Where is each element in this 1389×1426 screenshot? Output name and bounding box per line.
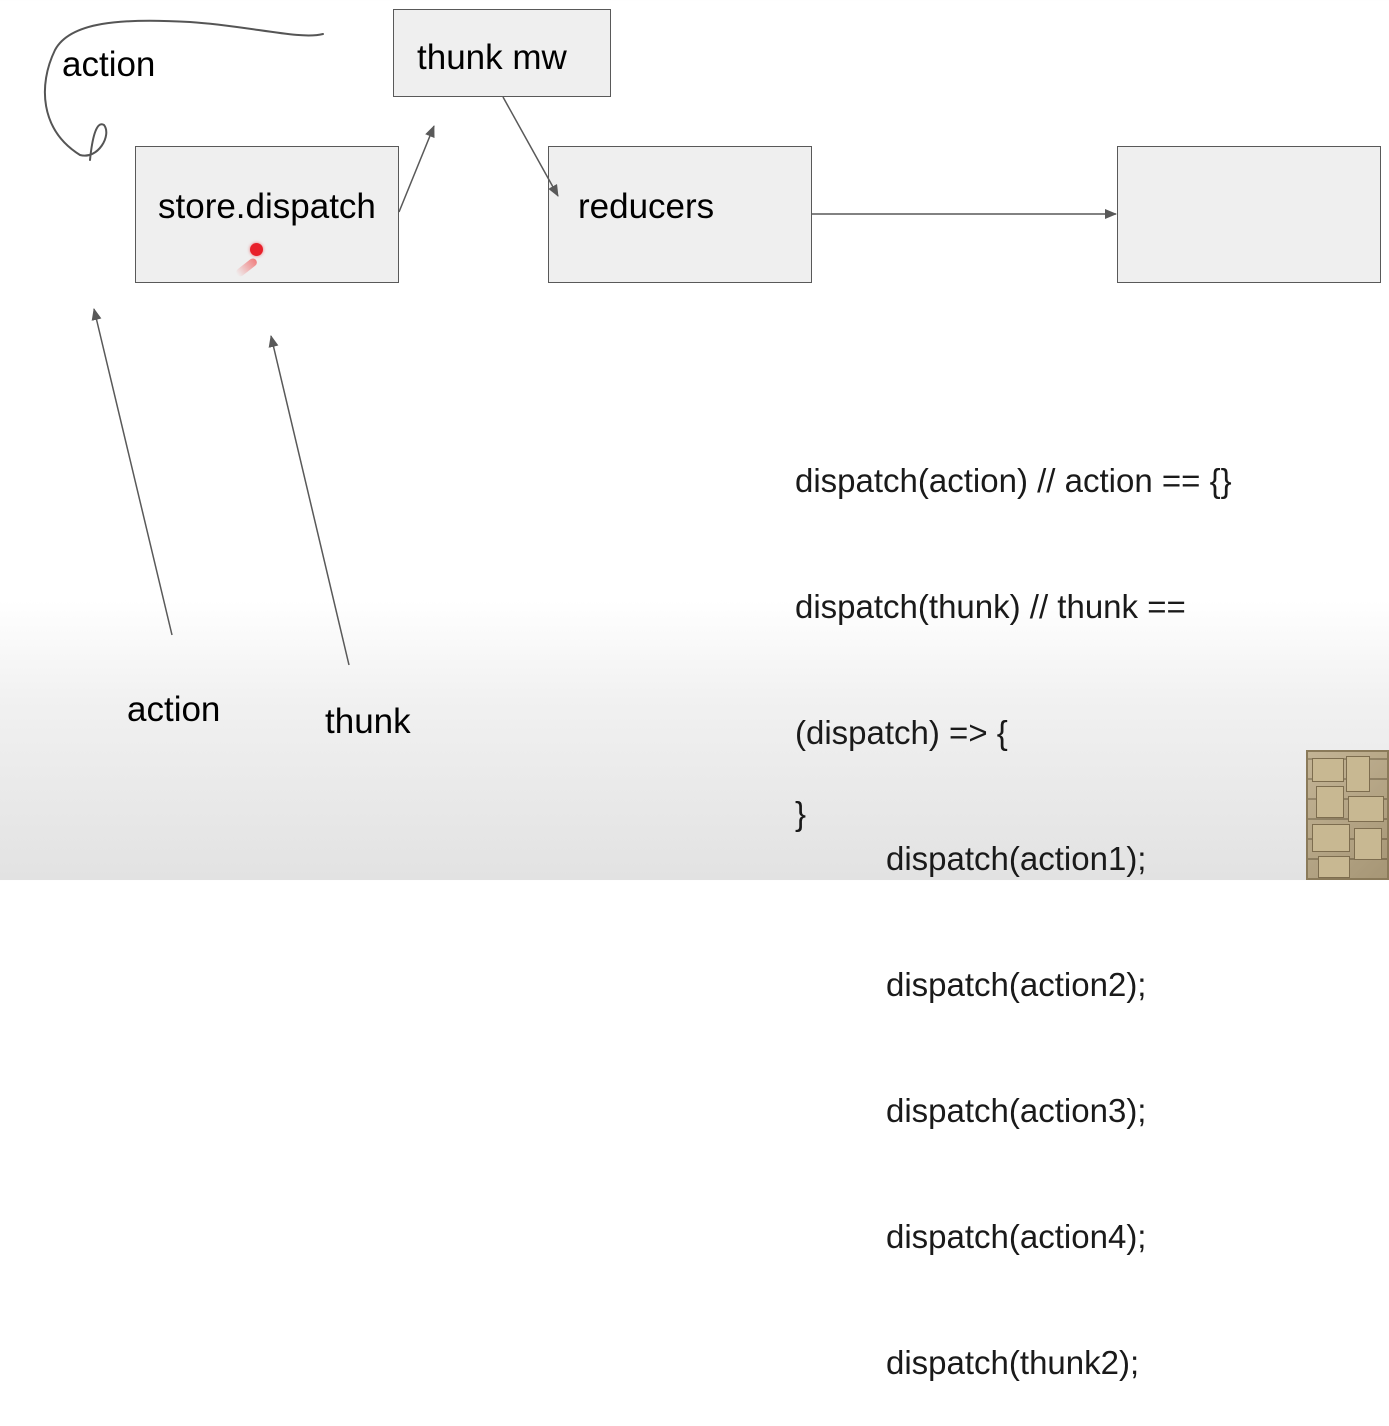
bottom-thunk-label: thunk bbox=[325, 702, 411, 741]
store-dispatch-label: store.dispatch bbox=[158, 187, 376, 226]
thumbnail-tile bbox=[1346, 756, 1370, 792]
loop-stroke bbox=[44, 19, 324, 161]
code-closing-brace: } bbox=[795, 795, 807, 832]
code-line: dispatch(action) // action == {} bbox=[795, 462, 1232, 499]
reducers-box bbox=[548, 146, 812, 283]
code-line: dispatch(thunk2); bbox=[886, 1344, 1140, 1381]
bottom-action-label: action bbox=[127, 690, 221, 729]
laser-pointer-icon bbox=[250, 243, 263, 256]
thumbnail-tile bbox=[1354, 828, 1382, 860]
thunk-mw-label: thunk mw bbox=[417, 38, 567, 77]
empty-box bbox=[1117, 146, 1381, 283]
thumbnail-tile bbox=[1348, 796, 1384, 822]
reducers-label: reducers bbox=[578, 187, 715, 226]
loop-action-label: action bbox=[62, 45, 156, 84]
action-up-arrow bbox=[91, 308, 173, 636]
dispatch-to-thunk-arrow bbox=[398, 125, 435, 213]
thunk-up-arrow bbox=[268, 335, 350, 666]
code-line: dispatch(action4); bbox=[886, 1218, 1147, 1255]
thumbnail-tile bbox=[1312, 758, 1344, 782]
webcam-thumbnail bbox=[1306, 750, 1389, 880]
thumbnail-tile bbox=[1316, 786, 1344, 818]
thumbnail-tile bbox=[1318, 856, 1350, 878]
code-line: (dispatch) => { bbox=[795, 714, 1008, 751]
code-line: dispatch(action2); bbox=[886, 966, 1147, 1003]
thunk-mw-box bbox=[393, 9, 611, 97]
code-block: dispatch(action) // action == {} dispatc… bbox=[795, 376, 1232, 1426]
store-dispatch-box bbox=[135, 146, 399, 283]
code-line: dispatch(action1); bbox=[886, 840, 1147, 877]
code-line: dispatch(thunk) // thunk == bbox=[795, 588, 1186, 625]
thumbnail-tile bbox=[1312, 824, 1350, 852]
code-line: dispatch(action3); bbox=[886, 1092, 1147, 1129]
